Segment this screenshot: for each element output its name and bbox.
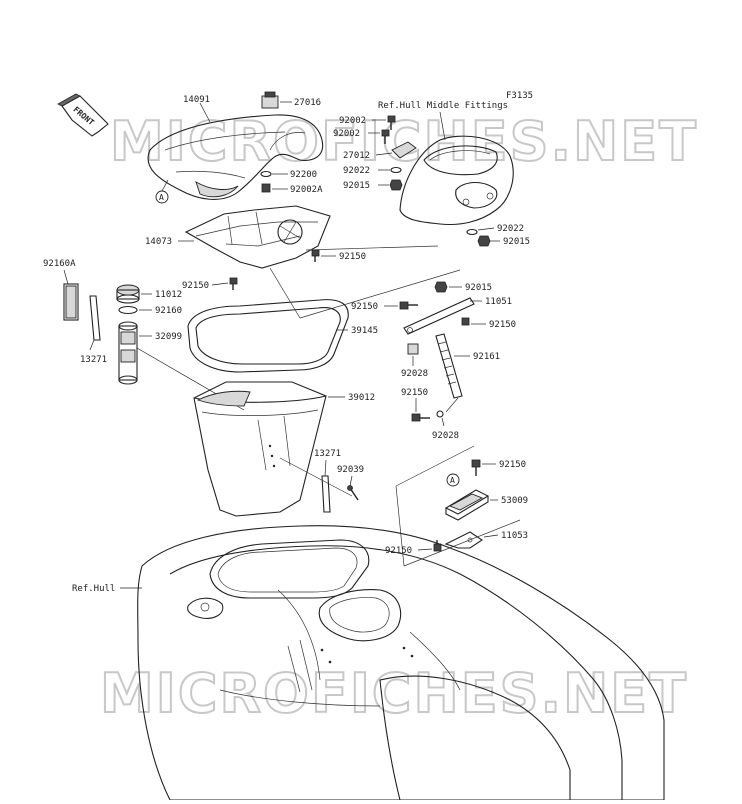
washer-92022-right: [466, 228, 478, 236]
watermark-bottom: MICROFICHES.NET: [100, 662, 688, 725]
part-label-92015-c: 92015: [465, 283, 492, 293]
part-label-92002-b: 92002: [333, 129, 360, 139]
bolt-92150-lock-top: [471, 459, 481, 476]
part-label-32099: 32099: [155, 332, 182, 342]
part-label-92002A: 92002A: [290, 185, 323, 195]
strap-13271-right: [321, 475, 331, 513]
part-label-53009: 53009: [501, 496, 528, 506]
part-label-11053: 11053: [501, 531, 528, 541]
latch-53009: [444, 489, 490, 521]
part-label-92150-e: 92150: [401, 388, 428, 398]
tube-32099: [118, 321, 138, 385]
hull-middle-fitting: [399, 135, 514, 226]
part-label-27012: 27012: [343, 151, 370, 161]
part-label-11051: 11051: [485, 297, 512, 307]
part-label-27016: 27016: [294, 98, 321, 108]
callout-a-seat-label: A: [159, 193, 164, 202]
nut-92015-right: [477, 235, 491, 247]
watermark-top: MICROFICHES.NET: [110, 110, 698, 173]
collar-92028-top: [407, 343, 419, 355]
washer-92022-top: [390, 166, 402, 174]
part-label-92150-b: 92150: [182, 281, 209, 291]
part-label-92039: 92039: [337, 465, 364, 475]
part-label-92161: 92161: [473, 352, 500, 362]
part-label-92150-f: 92150: [499, 460, 526, 470]
bolt-92150-stay-left: [399, 301, 418, 310]
part-label-92022-a: 92022: [343, 166, 370, 176]
oring-92160: [118, 305, 138, 315]
gas-spring-92161: [435, 333, 463, 399]
front-arrow-icon: FRONT: [57, 93, 109, 137]
plate-11053: [444, 531, 483, 549]
part-label-13271-a: 13271: [80, 355, 107, 365]
part-label-11012: 11012: [155, 290, 182, 300]
bolt-92150-base-right: [311, 249, 320, 262]
nut-92015-top: [389, 179, 403, 191]
callout-a-lock: [446, 473, 460, 487]
bolt-92150-stay-right: [461, 317, 470, 326]
part-label-92150-c: 92150: [351, 302, 378, 312]
part-label-92015-a: 92015: [343, 181, 370, 191]
bolt-92150-base-left: [229, 277, 238, 290]
hull-deck: [137, 525, 665, 801]
seat-cover-14091: [147, 114, 324, 200]
part-label-92160: 92160: [155, 306, 182, 316]
strap-13271-left: [89, 295, 101, 341]
part-label-92160A: 92160A: [43, 259, 76, 269]
bracket-27012: [391, 141, 417, 159]
storage-bucket-39012: [193, 381, 327, 517]
clip-27016: [261, 91, 279, 109]
bolt-92002-top: [387, 115, 396, 130]
bolt-92002A: [261, 183, 271, 193]
diagram-code: F3135: [506, 91, 533, 101]
bolt-92150-lower: [411, 413, 430, 422]
callout-a-lock-label: A: [450, 476, 455, 485]
part-label-92028-b: 92028: [432, 431, 459, 441]
part-label-13271-b: 13271: [314, 449, 341, 459]
part-label-92150-g: 92150: [385, 546, 412, 556]
part-label-14091: 14091: [183, 95, 210, 105]
part-label-14073: 14073: [145, 237, 172, 247]
bolt-92002-second: [381, 129, 390, 144]
gasket-39145: [187, 299, 349, 373]
bolt-92150-lock-bottom: [433, 540, 442, 552]
part-label-92150-d: 92150: [489, 320, 516, 330]
seat-base-14073: [184, 205, 331, 269]
part-label-92002-a: 92002: [339, 116, 366, 126]
part-label-92150-a: 92150: [339, 252, 366, 262]
rivet-92039: [347, 485, 359, 501]
part-label-92015-b: 92015: [503, 237, 530, 247]
pad-92160A: [63, 283, 79, 321]
collar-92028-bottom: [436, 410, 444, 418]
part-label-39012: 39012: [348, 393, 375, 403]
bracket-11051: [403, 297, 475, 335]
washer-92200: [260, 170, 272, 178]
cap-11012: [116, 284, 140, 304]
ref-hull-middle-label: Ref.Hull Middle Fittings: [378, 101, 508, 111]
nut-92015-stay: [434, 281, 448, 293]
part-label-39145: 39145: [351, 326, 378, 336]
part-label-92200: 92200: [290, 170, 317, 180]
part-label-92028-a: 92028: [401, 369, 428, 379]
part-label-92022-b: 92022: [497, 224, 524, 234]
ref-hull-label: Ref.Hull: [72, 584, 115, 594]
